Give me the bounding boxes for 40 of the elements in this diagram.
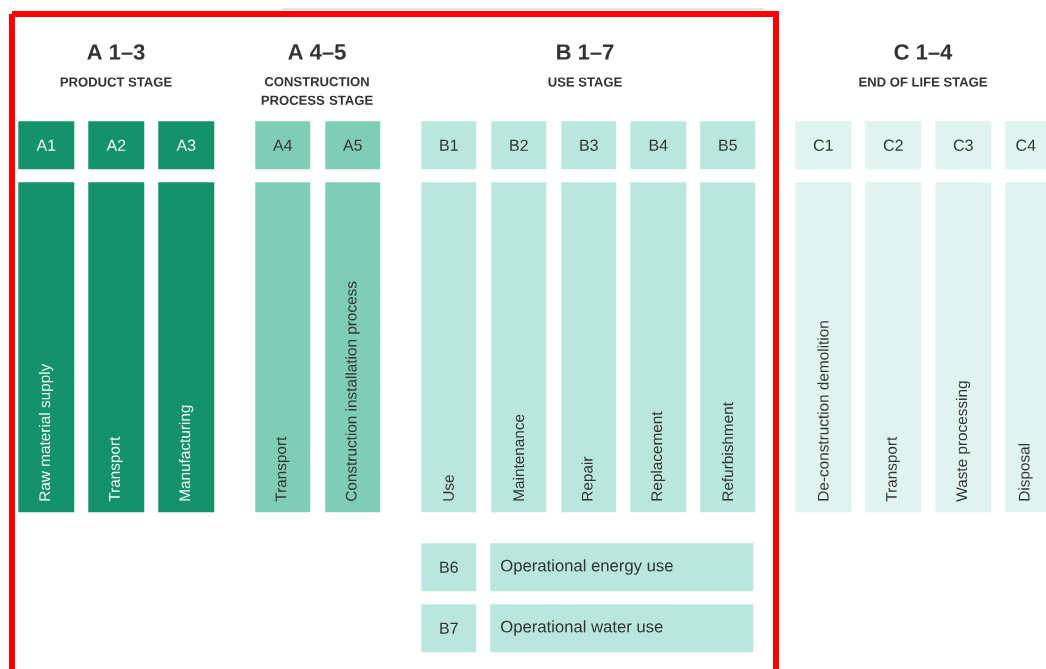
stage-heading: PRODUCT STAGE <box>60 77 172 87</box>
code-box: A2 <box>88 121 145 170</box>
code-box: B4 <box>630 121 687 170</box>
stage-code-heading: A 4–5 <box>288 44 346 60</box>
code-box: B1 <box>421 121 477 170</box>
code-box: C2 <box>865 121 922 170</box>
stage-bar: De-construction demolition <box>795 182 852 513</box>
stage-code-heading: C 1–4 <box>894 44 953 60</box>
stage-bar: Refurbishment <box>700 182 756 513</box>
code-box: B2 <box>491 121 547 170</box>
stage-bar: Construction installation process <box>325 182 381 513</box>
code-box: B7 <box>421 604 477 653</box>
stage-code-heading: A 1–3 <box>87 44 145 60</box>
stage-bar: Waste processing <box>935 182 992 513</box>
stage-box: Operational water use <box>490 604 754 653</box>
code-box: A4 <box>255 121 311 170</box>
code-box: C1 <box>795 121 852 170</box>
stage-heading: CONSTRUCTION PROCESS STAGE <box>261 77 373 105</box>
stage-bar: Transport <box>865 182 922 513</box>
code-box: B3 <box>561 121 617 170</box>
stage-bar: Transport <box>88 182 145 513</box>
stage-bar: Maintenance <box>491 182 547 513</box>
stage-bar: Replacement <box>630 182 687 513</box>
stage-bar: Disposal <box>1005 182 1046 513</box>
stage-heading: USE STAGE <box>548 77 622 87</box>
stage-heading: END OF LIFE STAGE <box>859 77 987 87</box>
code-box: B6 <box>421 543 477 592</box>
code-box: A5 <box>325 121 381 170</box>
stage-bar: Raw material supply <box>18 182 75 513</box>
code-box: C3 <box>935 121 992 170</box>
code-box: A1 <box>18 121 75 170</box>
stage-bar: Use <box>421 182 477 513</box>
code-box: C4 <box>1005 121 1046 170</box>
stage-bar: Manufacturing <box>158 182 215 513</box>
code-box: B5 <box>700 121 756 170</box>
stage-bar: Transport <box>255 182 311 513</box>
stage-bar: Repair <box>561 182 617 513</box>
stage-box: Operational energy use <box>490 543 754 592</box>
code-box: A3 <box>158 121 215 170</box>
stage-code-heading: B 1–7 <box>557 44 614 60</box>
